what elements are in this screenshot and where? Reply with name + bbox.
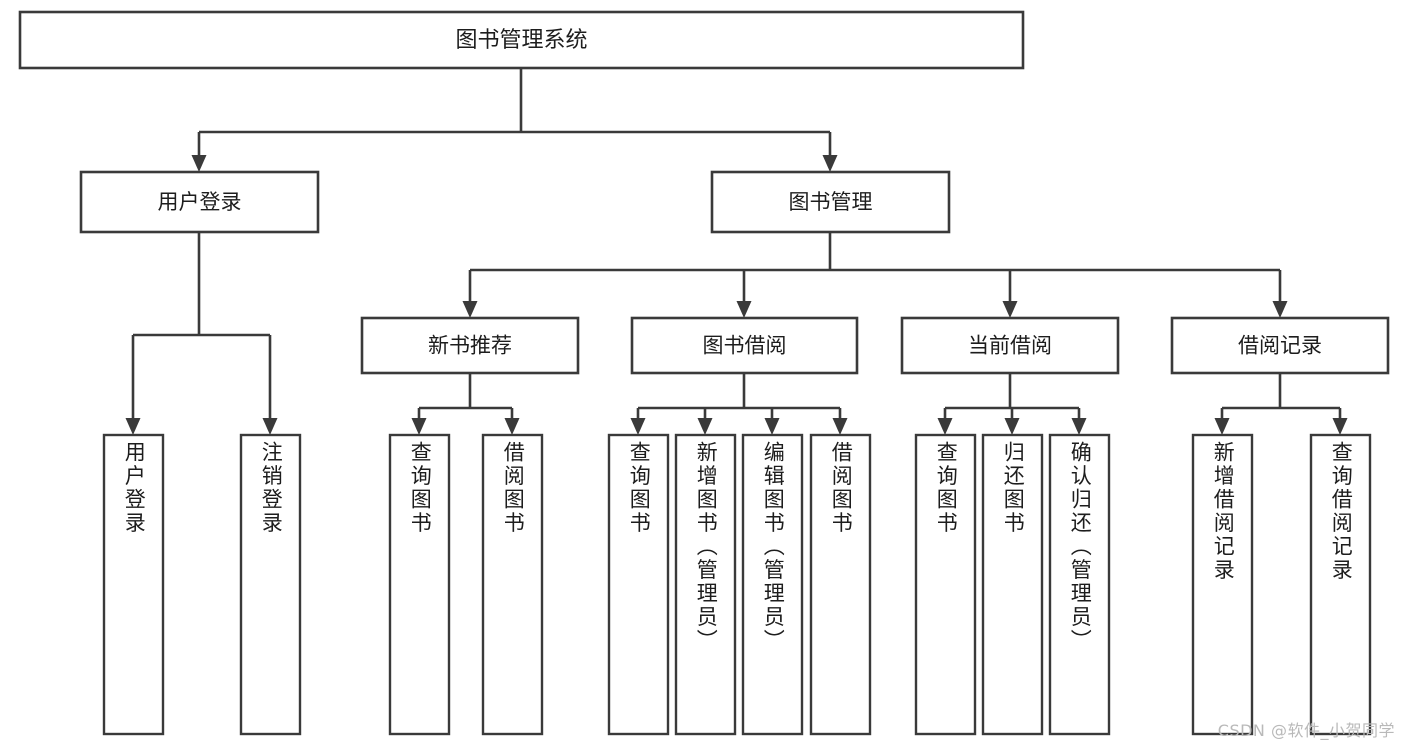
node-borrow-record[interactable] (1170, 316, 1390, 375)
arrow-head-icon (1332, 418, 1348, 435)
node-root[interactable] (18, 10, 1025, 70)
node-book-manage-label: 图书管理 (789, 190, 873, 214)
watermark-text: CSDN @软件_小贺同学 (1217, 721, 1395, 740)
leaf-leaf-query-book-3[interactable] (914, 433, 977, 736)
node-user-login[interactable] (79, 170, 320, 234)
connector-layer (125, 68, 1348, 435)
arrow-head-icon (262, 418, 278, 435)
arrow-head-icon (937, 418, 953, 435)
node-current-borrow-label: 当前借阅 (968, 334, 1052, 358)
node-book-manage[interactable] (710, 170, 951, 234)
arrow-head-icon (1002, 301, 1018, 318)
node-root-label: 图书管理系统 (455, 28, 587, 53)
arrow-head-icon (822, 155, 838, 172)
arrow-head-icon (1071, 418, 1087, 435)
node-new-book-rec-label: 新书推荐 (428, 334, 512, 358)
leaf-leaf-confirm-return[interactable] (1048, 433, 1111, 736)
arrow-head-icon (462, 301, 478, 318)
leaf-leaf-borrow-book-1[interactable] (481, 433, 544, 736)
arrow-head-icon (125, 418, 141, 435)
arrow-head-icon (697, 418, 713, 435)
node-user-login-label: 用户登录 (158, 190, 242, 214)
leaf-leaf-user-login[interactable] (102, 433, 165, 736)
arrow-head-icon (1272, 301, 1288, 318)
arrow-head-icon (504, 418, 520, 435)
node-book-borrow[interactable] (630, 316, 859, 375)
arrow-head-icon (191, 155, 207, 172)
leaf-leaf-return-book[interactable] (981, 433, 1044, 736)
arrow-head-icon (764, 418, 780, 435)
node-current-borrow[interactable] (900, 316, 1120, 375)
node-new-book-rec[interactable] (360, 316, 580, 375)
leaf-leaf-borrow-book-2[interactable] (809, 433, 872, 736)
arrow-head-icon (832, 418, 848, 435)
arrow-head-icon (630, 418, 646, 435)
leaf-leaf-edit-book[interactable] (741, 433, 804, 736)
leaf-leaf-query-book-2[interactable] (607, 433, 670, 736)
leaf-leaf-add-book[interactable] (674, 433, 737, 736)
leaf-leaf-add-record[interactable] (1191, 433, 1254, 736)
leaf-leaf-logout[interactable] (239, 433, 302, 736)
node-book-borrow-label: 图书借阅 (703, 334, 787, 358)
node-borrow-record-label: 借阅记录 (1238, 334, 1322, 358)
node-box-layer (18, 10, 1390, 736)
leaf-leaf-query-record[interactable] (1309, 433, 1372, 736)
arrow-head-icon (411, 418, 427, 435)
arrow-head-icon (736, 301, 752, 318)
arrow-head-icon (1004, 418, 1020, 435)
arrow-head-icon (1214, 418, 1230, 435)
leaf-leaf-query-book-1[interactable] (388, 433, 451, 736)
